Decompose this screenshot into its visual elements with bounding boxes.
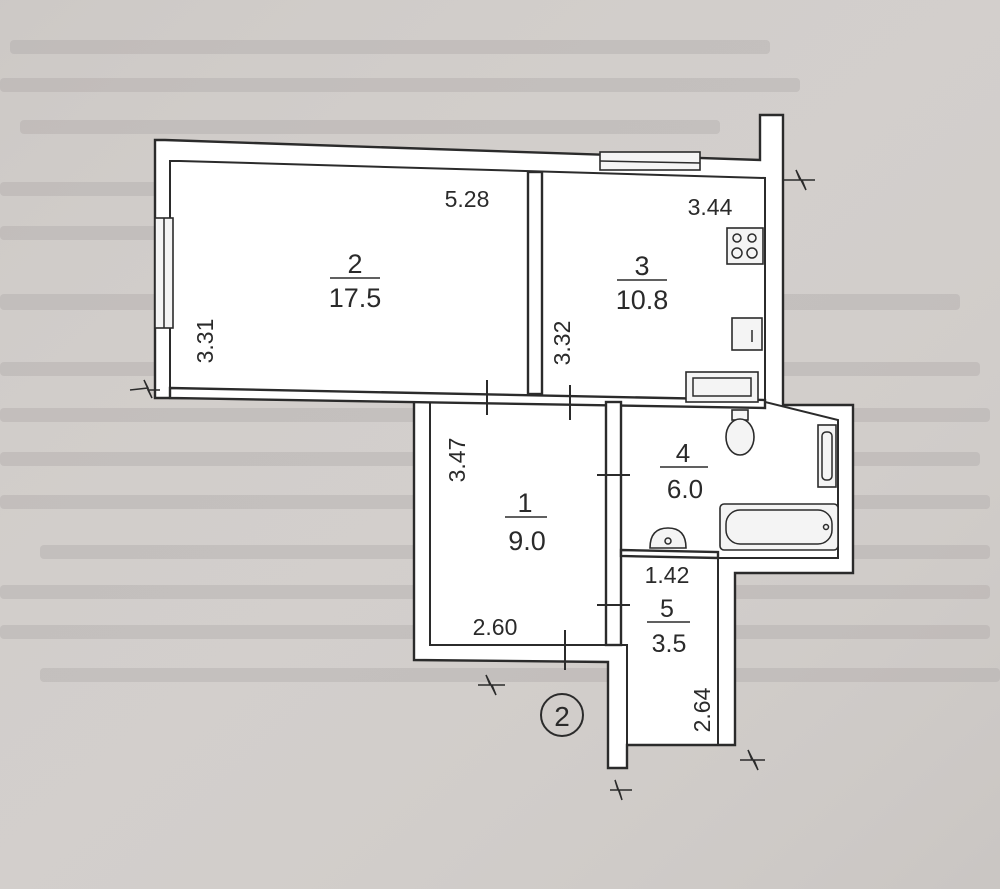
dimension-labels: 5.28 3.44 2.60 1.42 3.31 3.32 3.47 2.64 [192,186,733,732]
room-4-number: 4 [676,438,690,468]
room-5-area: 3.5 [652,630,687,658]
bathtub-icon [719,503,839,551]
room-2-area: 17.5 [329,283,382,313]
washbasin-icon [817,424,837,488]
room-1-area: 9.0 [508,526,546,556]
room-5-number: 5 [660,595,674,623]
dim-room1-depth: 3.47 [444,438,470,483]
toilet-icon [725,409,755,456]
room-3-number: 3 [634,251,649,281]
sink-icon [731,317,763,351]
dim-room3-depth: 3.32 [549,321,575,366]
room-1-number: 1 [517,488,532,518]
section-marker-label: 2 [554,701,570,732]
section-marker: 2 [540,693,584,737]
room-labels: 2 17.5 3 10.8 1 9.0 4 6.0 5 3.5 [329,249,708,658]
stove-icon [726,227,764,265]
room-4-area: 6.0 [667,474,703,504]
dim-room3-width: 3.44 [688,194,733,220]
cabinet-icon [685,371,759,403]
door-marks [486,380,630,670]
dim-room5-width: 1.42 [645,562,690,588]
dim-room1-width: 2.60 [473,614,518,640]
break-symbols [129,169,815,801]
window-top [599,151,701,171]
dim-room5-depth: 2.64 [689,687,715,732]
dim-room2-depth: 3.31 [192,319,218,364]
partitions [168,170,767,647]
room-3-area: 10.8 [616,285,669,315]
room-2-number: 2 [347,249,362,279]
small-sink-icon [649,527,687,549]
dim-room2-width: 5.28 [445,186,490,212]
window-left [154,217,174,329]
